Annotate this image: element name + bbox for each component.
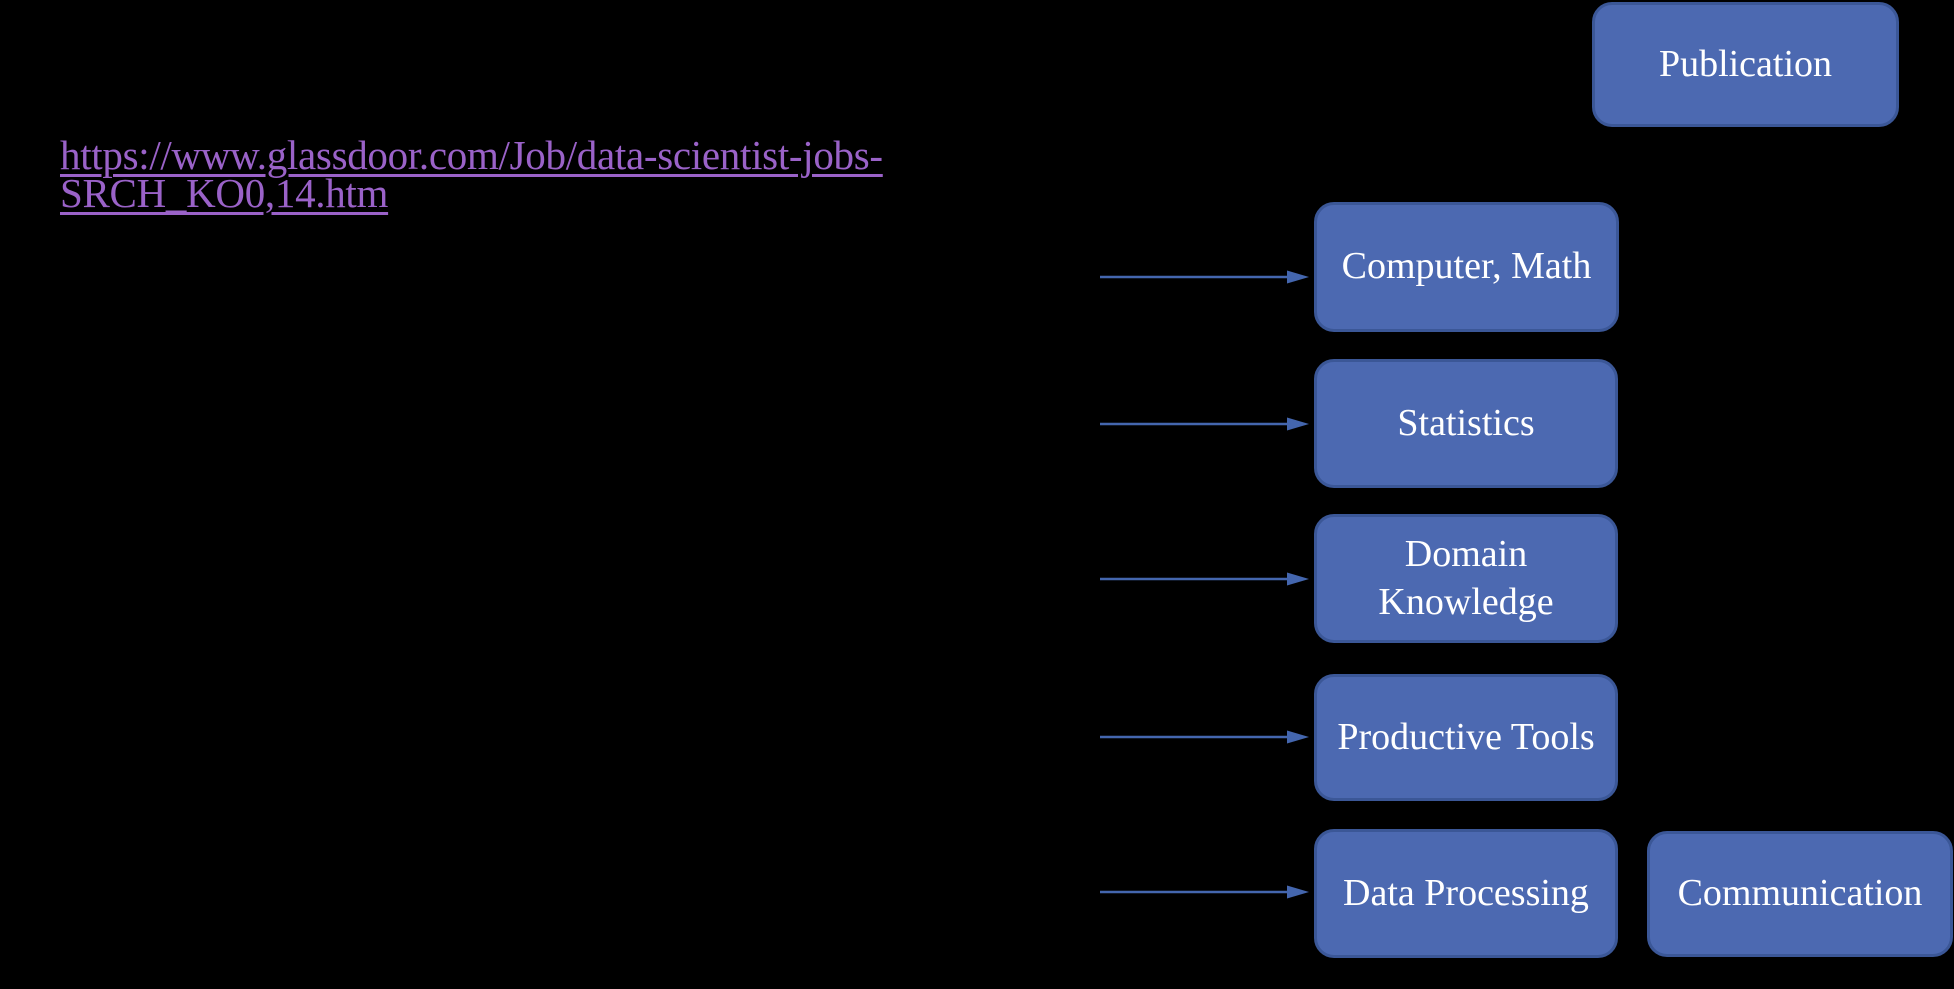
node-productive-tools: Productive Tools (1314, 674, 1618, 801)
arrow-to-domain-knowledge (1100, 572, 1309, 586)
node-domain-knowledge: Domain Knowledge (1314, 514, 1618, 643)
node-data-processing: Data Processing (1314, 829, 1618, 958)
node-communication-label: Communication (1677, 872, 1923, 915)
arrow-to-data-processing (1100, 885, 1309, 899)
node-communication: Communication (1647, 831, 1953, 957)
node-domain-knowledge-label: Domain Knowledge (1378, 533, 1554, 623)
node-publication-label: Publication (1658, 42, 1833, 85)
node-statistics: Statistics (1314, 359, 1618, 488)
arrow-to-computer-math (1100, 270, 1309, 284)
node-publication: Publication (1592, 2, 1899, 127)
arrow-to-statistics (1100, 417, 1309, 431)
hyperlink-block: https://www.glassdoor.com/Job/data-scien… (60, 132, 960, 216)
node-productive-tools-label: Productive Tools (1337, 715, 1595, 758)
node-computer-math: Computer, Math (1314, 202, 1619, 332)
glassdoor-link[interactable]: https://www.glassdoor.com/Job/data-scien… (60, 132, 960, 216)
node-computer-math-label: Computer, Math (1341, 245, 1592, 288)
glassdoor-link-line2: SRCH_KO0,14.htm (60, 170, 389, 216)
node-data-processing-label: Data Processing (1343, 871, 1589, 914)
node-statistics-label: Statistics (1397, 401, 1535, 444)
arrow-to-productive-tools (1100, 730, 1309, 744)
glassdoor-link-line1: https://www.glassdoor.com/Job/data-scien… (60, 132, 883, 178)
